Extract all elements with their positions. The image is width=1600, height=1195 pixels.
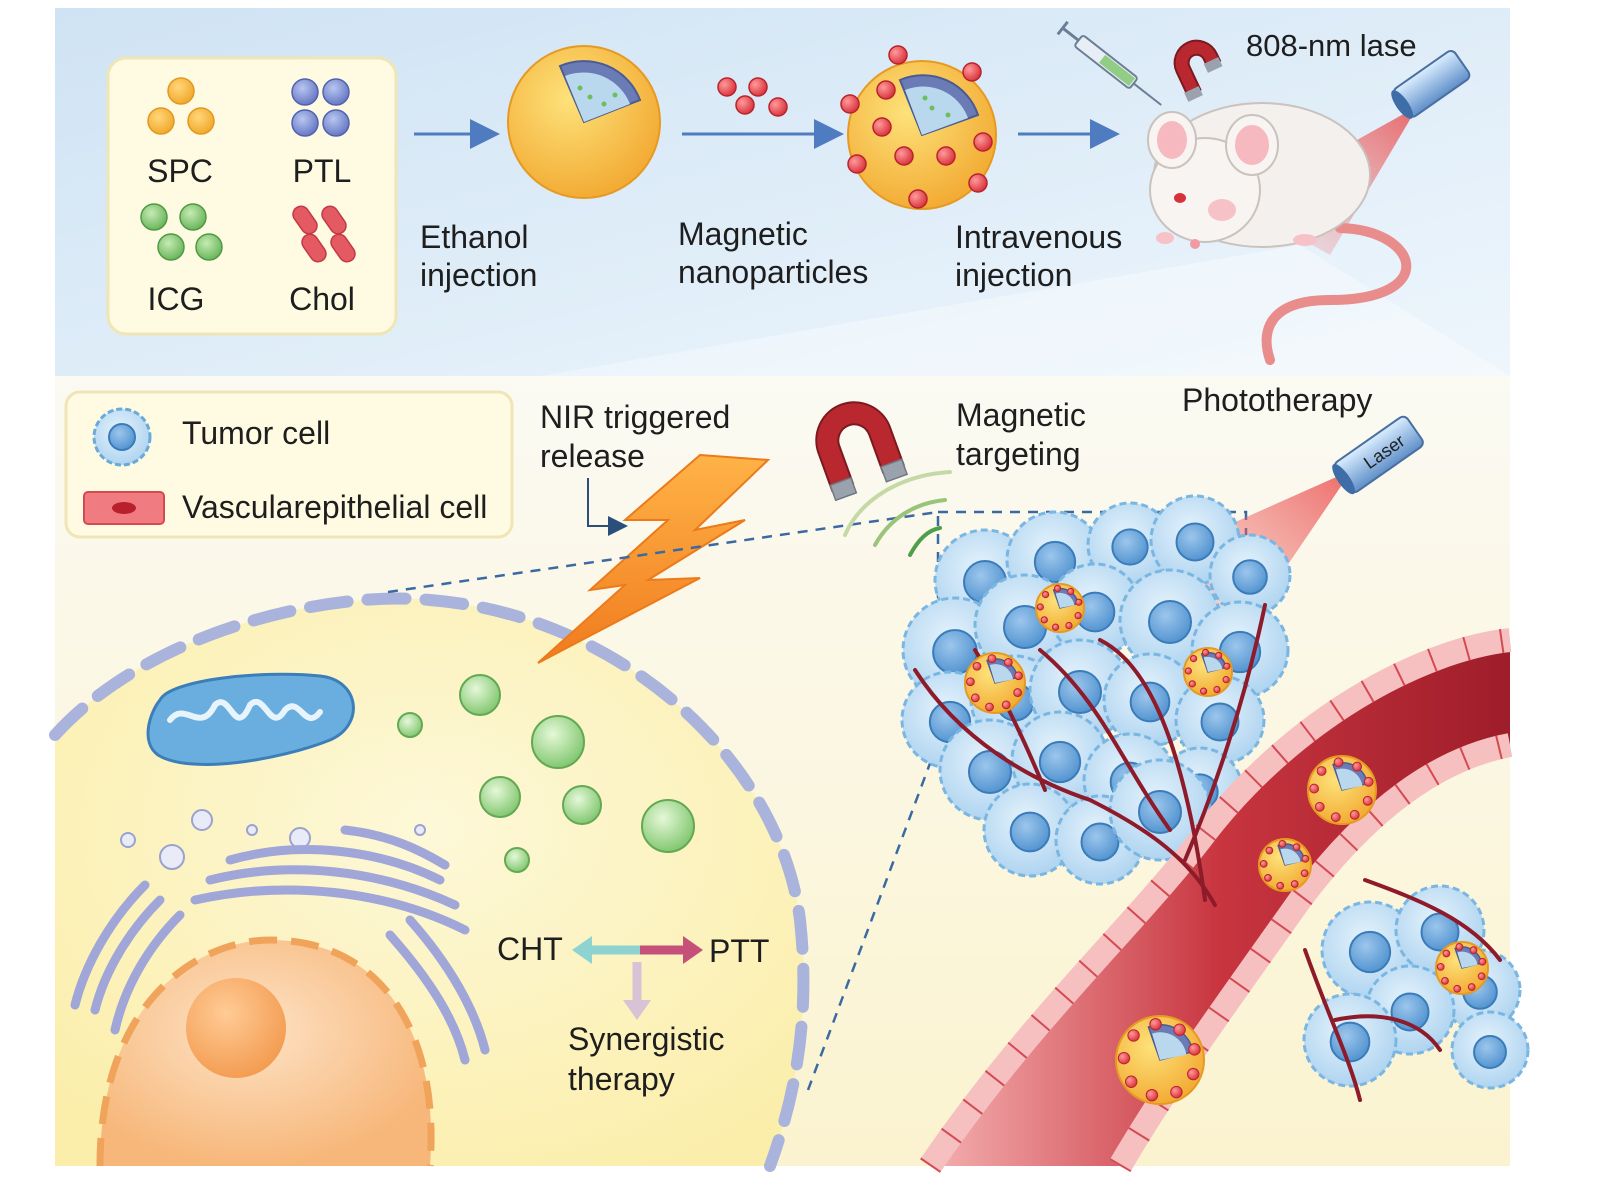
nir-lightning-icon (537, 453, 771, 664)
magnetic-liposome (1435, 941, 1489, 995)
icg-balls-icon (140, 203, 223, 261)
mitochondrion-icon (146, 672, 355, 766)
liposome-icon (507, 45, 661, 199)
magnetic-liposomes-in-tissue (964, 583, 1489, 1105)
laser-label-808nm: 808-nm lase (1246, 28, 1417, 63)
magnetic-liposome (1258, 838, 1312, 892)
synergy-label: Synergistic therapy (568, 1021, 733, 1097)
legend-label-vascular-cell: Vascularepithelial cell (182, 489, 487, 525)
spc-balls-icon (147, 77, 215, 135)
vascular-cell-legend-icon (83, 491, 165, 525)
synergy-label-line1: Synergistic (568, 1021, 725, 1057)
magnetic-targeting-line1: Magnetic (956, 397, 1086, 433)
cell-legend-box (64, 390, 514, 539)
step-label-ethanol-line2: injection (420, 257, 537, 293)
nir-pointer-arrow (587, 478, 628, 536)
legend-label-tumor-cell: Tumor cell (182, 415, 330, 451)
component-label-ptl: PTL (293, 153, 352, 189)
capillaries (913, 603, 1502, 1102)
magnetic-liposome (964, 652, 1026, 714)
component-label-icg: ICG (148, 281, 205, 317)
nir-label: NIR triggered release (540, 399, 739, 474)
ptl-balls-icon (291, 78, 350, 137)
magnetic-field-waves (843, 470, 952, 557)
step-label-magnetic-line1: Magnetic (678, 216, 808, 252)
magnetic-liposome-icon (840, 45, 997, 210)
magnetic-targeting-label: Magnetic targeting (956, 397, 1095, 472)
tumor-cell (1102, 652, 1198, 748)
magnetic-liposome (1307, 755, 1377, 825)
magnetic-nanoparticles-icon (717, 77, 788, 117)
tumor-cell-legend-icon (92, 407, 152, 467)
chol-capsules-icon (292, 205, 356, 263)
synergy-label-line2: therapy (568, 1061, 675, 1097)
nir-label-line1: NIR triggered (540, 399, 730, 435)
step-label-intravenous-line1: Intravenous (955, 219, 1122, 255)
golgi-vesicles (120, 809, 426, 870)
step-label-intravenous: Intravenous injection (955, 219, 1131, 293)
cht-label: CHT (497, 931, 563, 967)
step-label-magnetic-line2: nanoparticles (678, 254, 868, 290)
magnet-icon-top (1173, 39, 1223, 102)
step-label-ethanol-line1: Ethanol (420, 219, 529, 255)
magnetic-liposome (1035, 583, 1085, 633)
tumor-cell (1450, 1010, 1530, 1090)
endoplasmic-reticulum-icon (70, 825, 490, 1065)
magnetic-liposome (1115, 1015, 1205, 1105)
component-label-chol: Chol (289, 281, 355, 317)
tumor-cell (1208, 533, 1292, 617)
magnet-icon-bottom (815, 401, 909, 502)
component-label-spc: SPC (147, 153, 213, 189)
syringe-icon (1056, 20, 1162, 106)
magnetic-targeting-line2: targeting (956, 436, 1081, 472)
step-label-magnetic: Magnetic nanoparticles (678, 216, 868, 290)
icg-release-vesicles (397, 674, 695, 873)
step-label-ethanol: Ethanol injection (420, 219, 537, 293)
step-label-intravenous-line2: injection (955, 257, 1072, 293)
nucleus-icon (96, 936, 435, 1167)
nir-label-line2: release (540, 438, 645, 474)
magnetic-liposome (1183, 647, 1233, 697)
phototherapy-label: Phototherapy (1182, 382, 1372, 418)
synergy-arrows (572, 936, 703, 1020)
mouse-icon (1147, 102, 1412, 365)
ptt-label: PTT (709, 933, 769, 969)
